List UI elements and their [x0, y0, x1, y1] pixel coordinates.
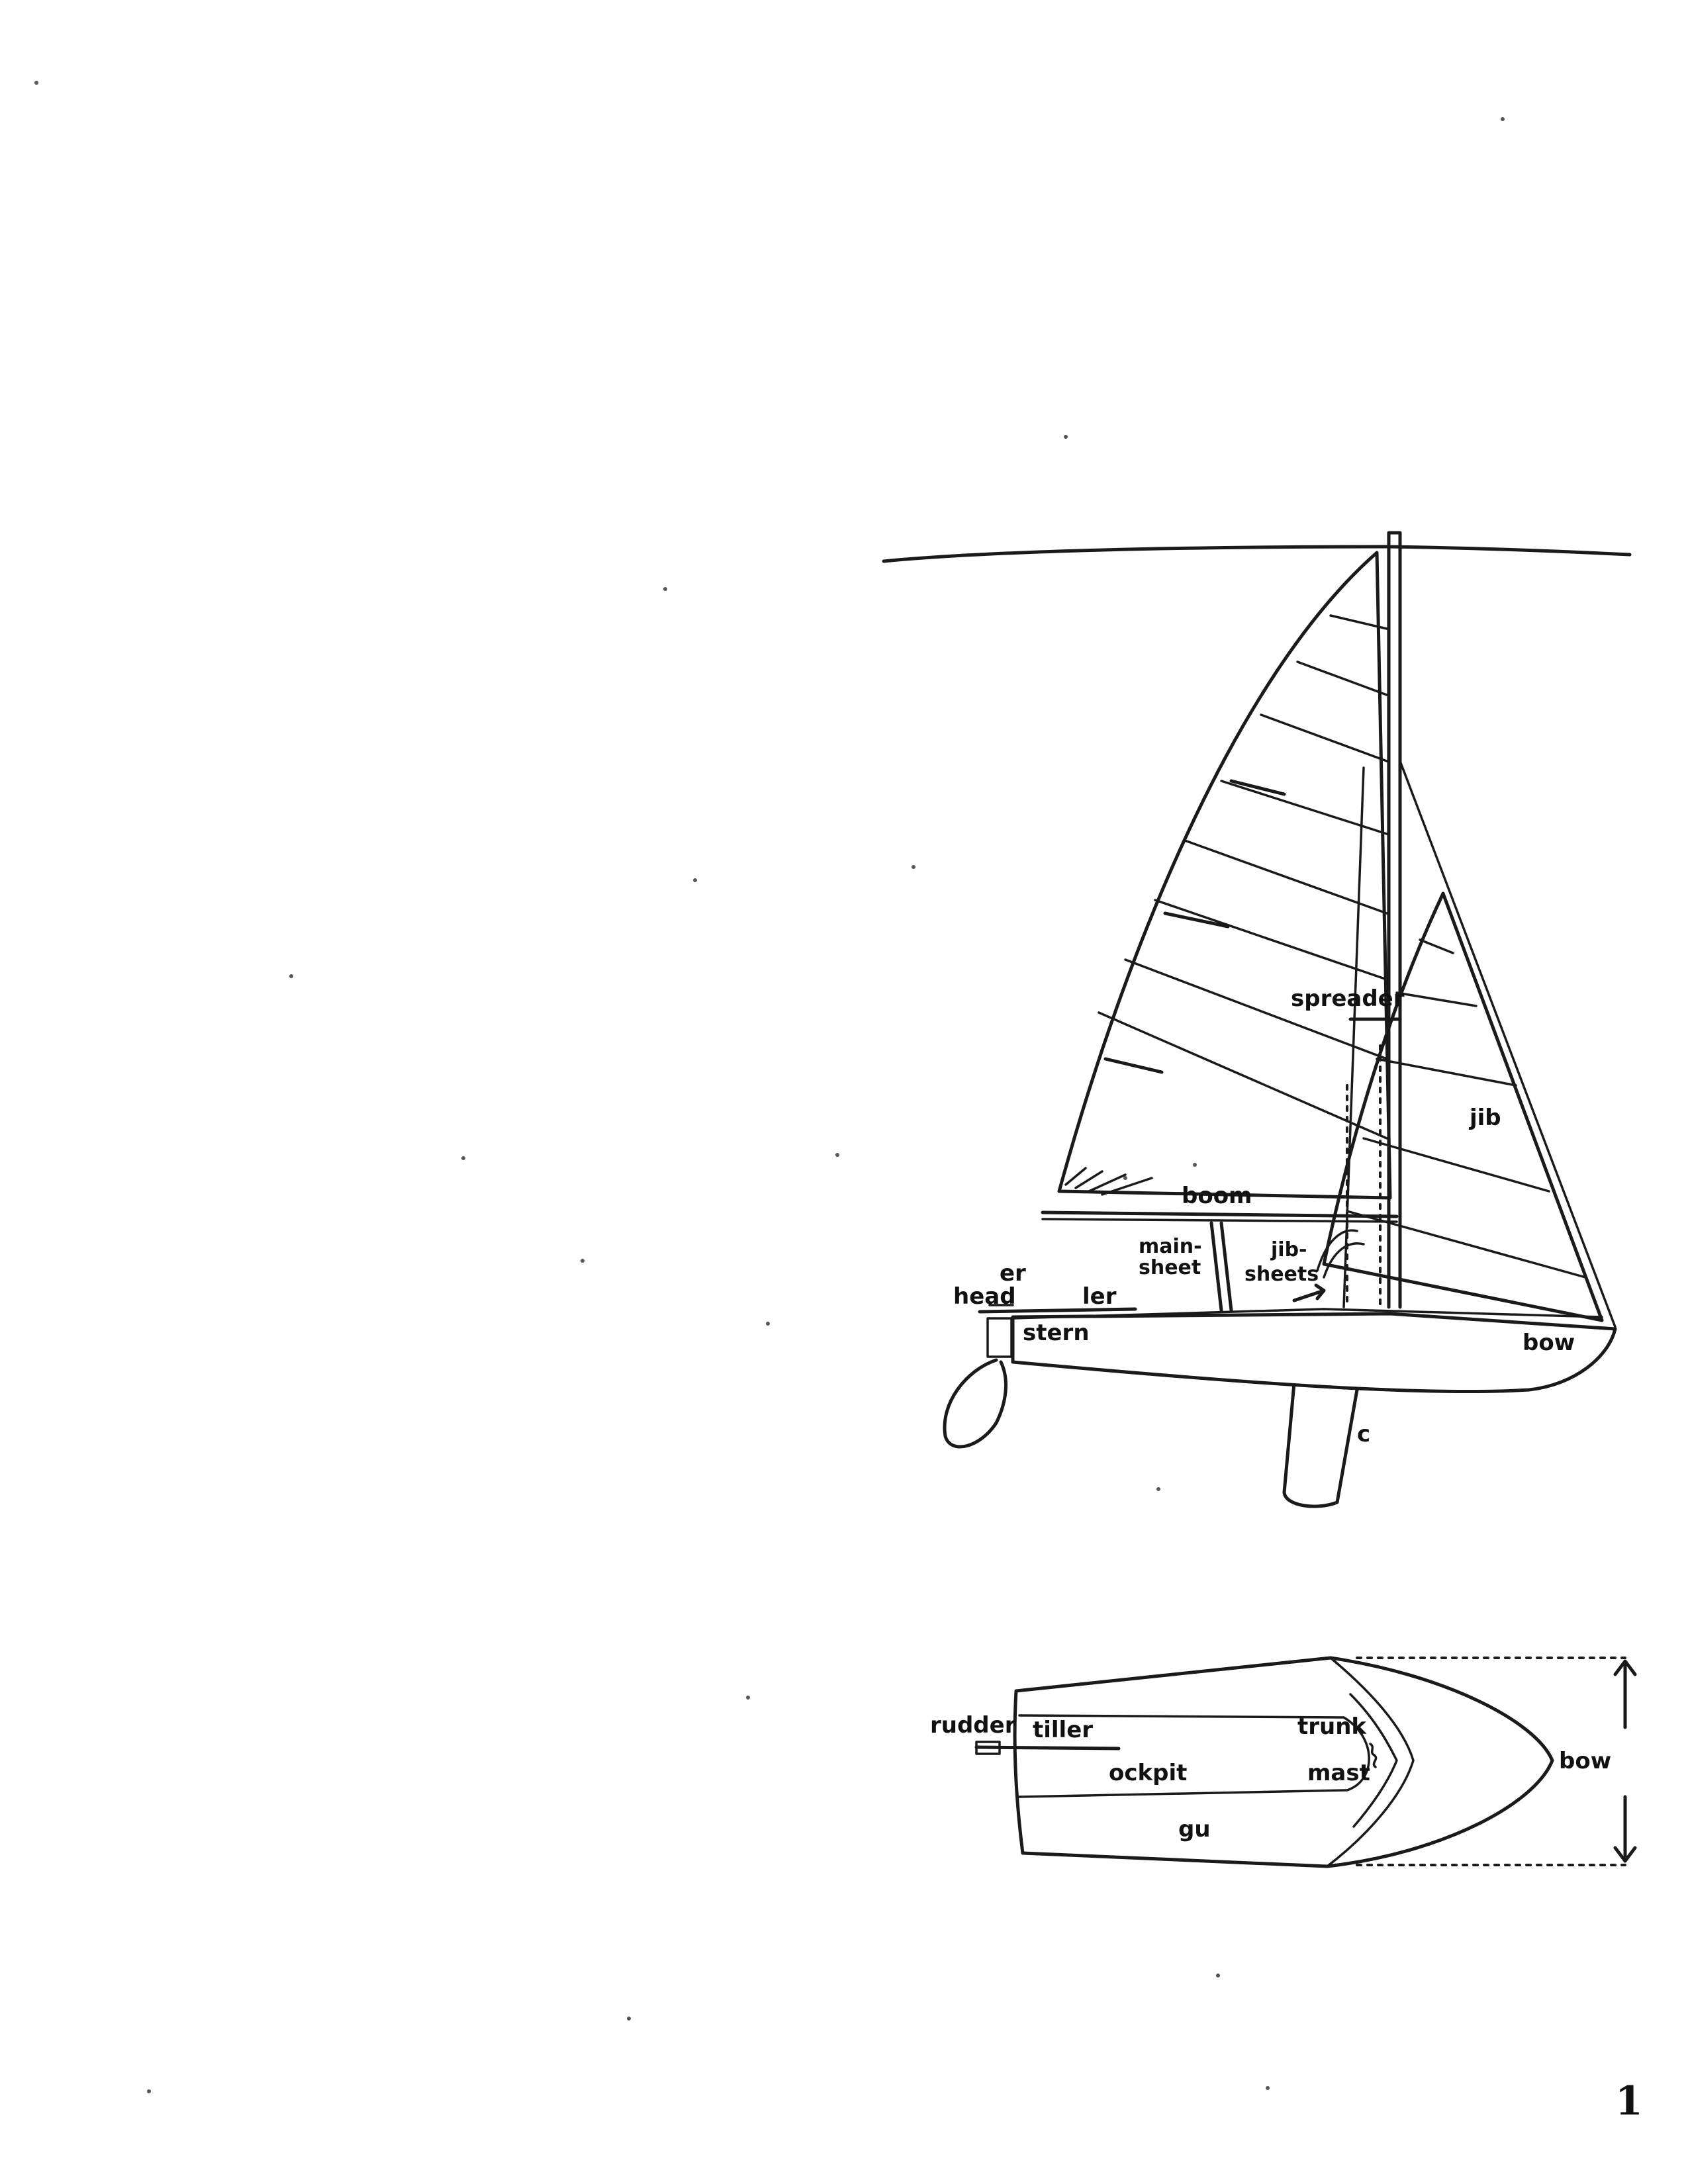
page-number: 1	[1615, 2078, 1643, 2124]
mainsail-battens	[1105, 781, 1284, 1072]
label-cockpit-fragment: ockpit	[1109, 1760, 1187, 1786]
label-mast: mast	[1307, 1760, 1370, 1786]
jib	[1324, 893, 1602, 1320]
top-view	[976, 1658, 1635, 1866]
label-tiller: tiller	[1033, 1717, 1093, 1743]
label-bow: bow	[1523, 1330, 1575, 1356]
boom	[1043, 1212, 1397, 1216]
centerboard	[1284, 1383, 1357, 1506]
rudder-head	[988, 1318, 1011, 1357]
label-jib: jib	[1468, 1105, 1501, 1131]
label-gunwale-fragment: gu	[1178, 1816, 1211, 1843]
beam-arrow-top	[1615, 1661, 1635, 1727]
label-spreader: spreader	[1291, 985, 1405, 1012]
label-jibsheets-2: sheets	[1244, 1263, 1319, 1286]
rudder-blade	[945, 1360, 1006, 1447]
label-trunk: trunk	[1297, 1713, 1367, 1740]
label-top-bow: bow	[1559, 1748, 1611, 1774]
beam-arrow-bottom	[1615, 1797, 1635, 1861]
mainsail	[1059, 553, 1390, 1198]
top-hull	[1015, 1658, 1552, 1866]
label-boom: boom	[1182, 1183, 1252, 1209]
label-head-top: er	[1000, 1260, 1026, 1287]
mainsheet	[1211, 1223, 1231, 1310]
label-rudder: rudder	[930, 1712, 1016, 1739]
top-tiller	[976, 1747, 1119, 1749]
label-stern: stern	[1023, 1320, 1090, 1346]
shroud	[1344, 768, 1364, 1307]
horizon-line	[884, 547, 1630, 561]
boom-lower	[1043, 1219, 1397, 1222]
side-view	[945, 533, 1615, 1506]
forestay	[1400, 761, 1615, 1327]
jibsheet-arrow	[1294, 1285, 1324, 1300]
label-tiller-fragment: ler	[1082, 1283, 1117, 1310]
label-mainsheet-1: main-	[1139, 1235, 1202, 1258]
mainsail-seams	[1099, 615, 1387, 1138]
label-jibsheets-1: jib-	[1270, 1238, 1307, 1261]
label-head: head	[953, 1283, 1016, 1310]
label-centerboard-fragment: c	[1357, 1421, 1370, 1447]
label-mainsheet-2: sheet	[1139, 1256, 1201, 1279]
